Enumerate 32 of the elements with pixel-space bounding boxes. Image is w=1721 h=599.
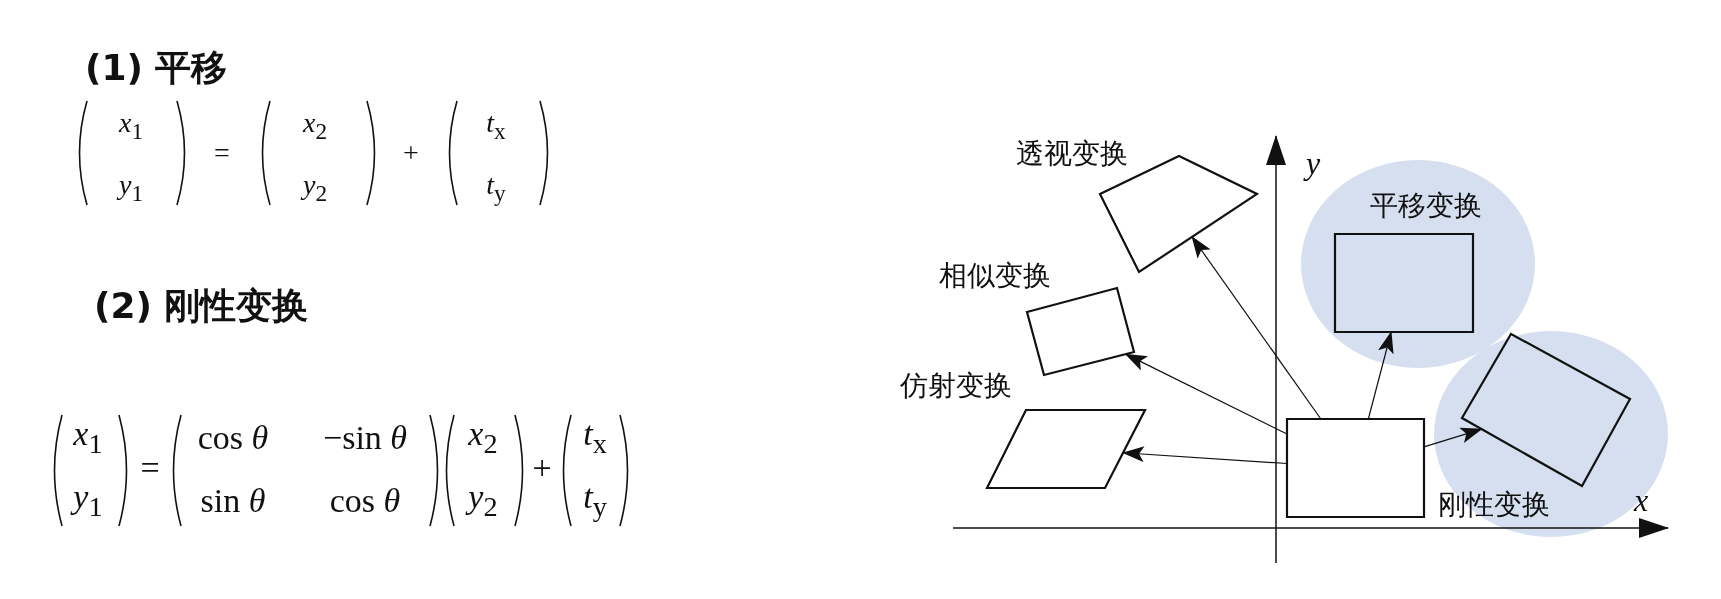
shape-label: 刚性变换 [1438, 491, 1550, 519]
math-operator: = [214, 139, 230, 167]
math-operator: + [532, 451, 552, 485]
shape-label: 仿射变换 [900, 372, 1012, 400]
heading: (2) 刚性变换 [94, 288, 309, 324]
shape-label: 透视变换 [1016, 140, 1128, 168]
matrix-entry: x$_{1}$ [73, 417, 103, 459]
matrix-entry: cos θ [197, 421, 269, 455]
matrix-entry: y$_{1}$ [118, 171, 144, 205]
arrow [1191, 236, 1322, 420]
heading: (1) 平移 [85, 50, 228, 86]
arrow [1367, 331, 1394, 420]
matrix-entry: −sin θ [322, 421, 408, 455]
matrix-entry: x$_{2}$ [302, 109, 328, 143]
matrix-entry: t$_{y}$ [486, 171, 506, 205]
matrix-entry: t$_{x}$ [583, 417, 607, 459]
matrix-entry: t$_{y}$ [583, 480, 607, 522]
matrix-entry: x$_{1}$ [118, 109, 144, 143]
shape-label: 相似变换 [939, 262, 1051, 290]
axis-label: x [1633, 484, 1649, 516]
matrix-entry: x$_{2}$ [468, 417, 498, 459]
arrow [1122, 446, 1288, 465]
arrow [1124, 353, 1288, 435]
matrix-entry: sin θ [200, 484, 266, 518]
math-operator: + [403, 139, 419, 167]
arrow [1423, 427, 1483, 448]
matrix-entry: cos θ [329, 484, 401, 518]
math-operator: = [140, 451, 160, 485]
matrix-entry: y$_{2}$ [302, 171, 328, 205]
shape-label: 平移变换 [1370, 192, 1482, 220]
axis-label: y [1305, 147, 1321, 179]
matrix-entry: t$_{x}$ [486, 109, 506, 143]
